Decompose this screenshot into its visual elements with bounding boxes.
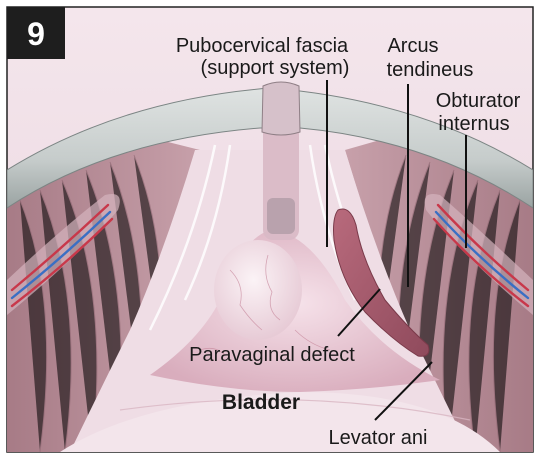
figure-number: 9 <box>27 16 45 52</box>
label-pubocervical-2: (support system) <box>201 57 350 79</box>
label-bladder: Bladder <box>222 391 300 414</box>
label-levator-ani: Levator ani <box>329 427 428 449</box>
label-obturator-1: Obturator <box>436 90 521 112</box>
label-obturator-2: internus <box>438 113 509 135</box>
pubic-symphysis <box>262 82 300 135</box>
bladder-bulge <box>214 240 302 340</box>
label-arcus-1: Arcus <box>387 35 438 57</box>
label-arcus-2: tendineus <box>387 59 474 81</box>
label-paravaginal-defect: Paravaginal defect <box>189 344 355 366</box>
label-pubocervical-1: Pubocervical fascia <box>176 35 349 57</box>
